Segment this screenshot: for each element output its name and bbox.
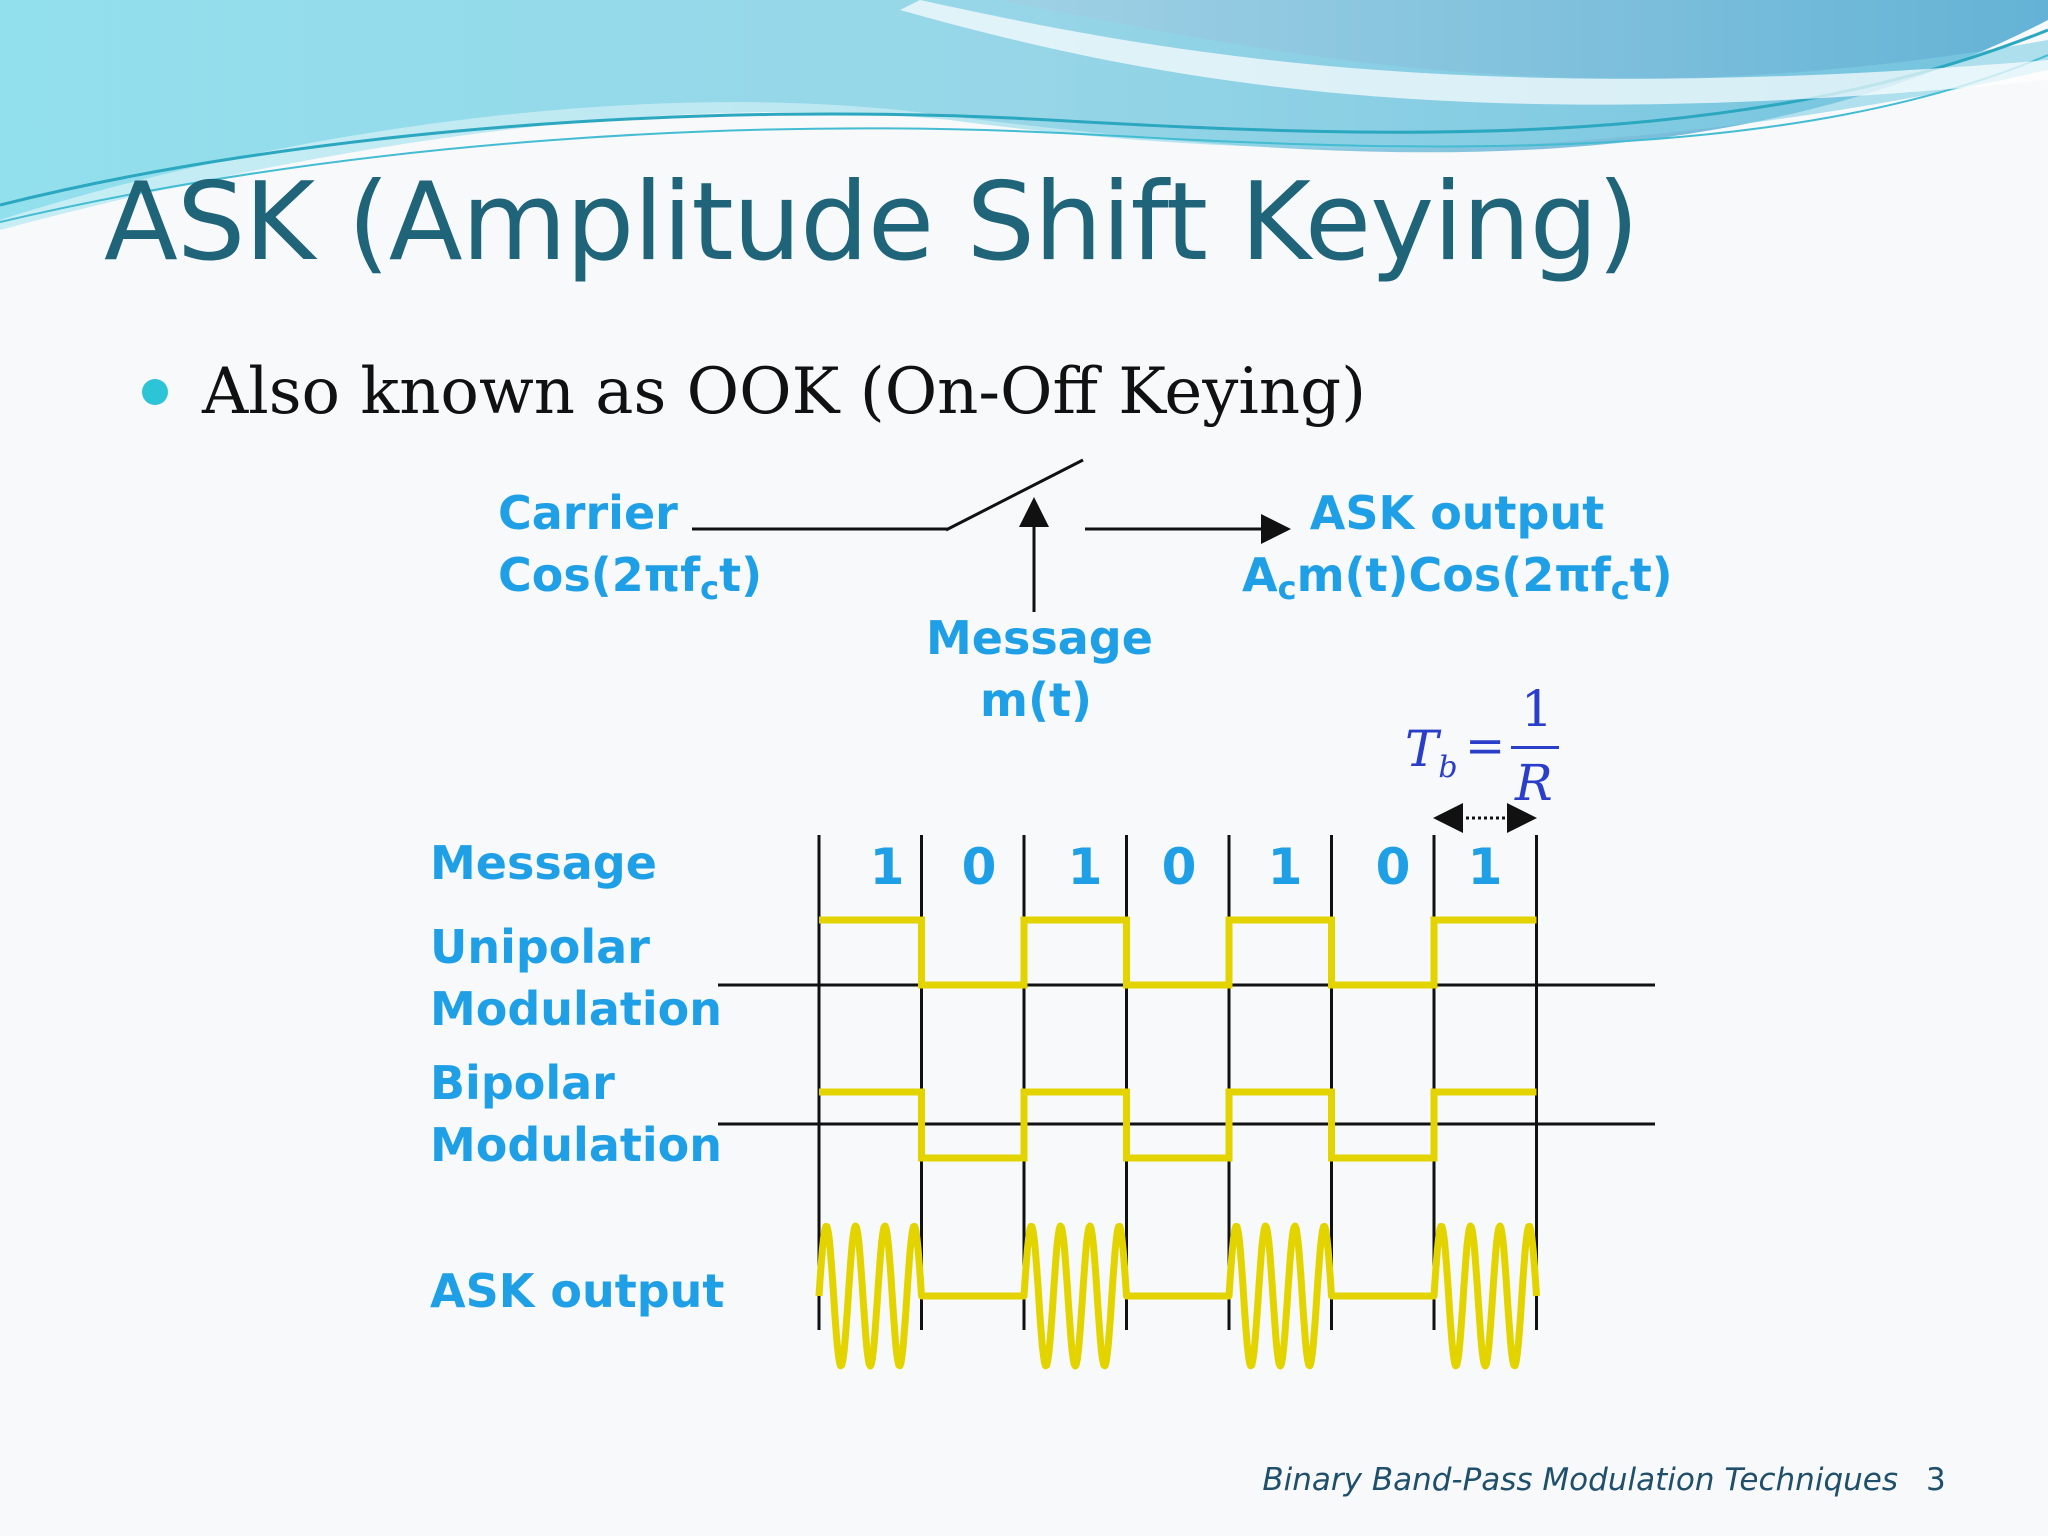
wave-line-1 [0, 28, 2048, 207]
wave-line-2 [0, 54, 2048, 223]
formula-numerator: 1 [1521, 680, 1553, 738]
bit-label: 0 [1161, 838, 1197, 896]
row-label-unipolar: Unipolar Modulation [430, 920, 722, 1037]
ask-output-label: ASK output Acm(t)Cos(2πfct) [1242, 482, 1673, 610]
carrier-function: Cos(2πfct) [498, 548, 763, 608]
message-title: Message [926, 611, 1153, 665]
message-function: m(t) [980, 673, 1092, 728]
bullet-dot-icon [142, 379, 168, 405]
unipolar-waveform [819, 916, 1537, 989]
formula-equals: = [1465, 718, 1506, 774]
wave-band-2 [0, 0, 2048, 230]
bullet-text: Also known as OOK (On-Off Keying) [202, 355, 1367, 429]
wave-white-band [900, 0, 2048, 105]
message-input-label: Message m(t) [926, 607, 1153, 731]
header-wave-decoration [0, 0, 2048, 230]
formula-denominator: R [1515, 754, 1553, 812]
formula-lhs: Tb [1405, 720, 1458, 785]
footer-text: Binary Band-Pass Modulation Techniques [1262, 1462, 1898, 1498]
bit-label: 1 [869, 838, 905, 896]
carrier-label: Carrier Cos(2πfct) [498, 482, 762, 610]
row-label-ask-output: ASK output [430, 1264, 725, 1318]
bullet-item: Also known as OOK (On-Off Keying) [142, 355, 1366, 429]
bit-label: 1 [1467, 838, 1503, 896]
bipolar-waveform [819, 1088, 1537, 1162]
row-label-bipolar: Bipolar Modulation [430, 1056, 722, 1173]
switch-blade [945, 458, 1084, 532]
carrier-title: Carrier [498, 486, 678, 540]
page-number: 3 [1926, 1462, 1946, 1498]
bit-boundary-grid [817, 835, 1538, 1330]
bit-label: 1 [1067, 838, 1103, 896]
bit-label: 0 [1375, 838, 1411, 896]
row-label-message: Message [430, 836, 657, 890]
ask-output-waveform [815, 1222, 1540, 1370]
bit-label: 0 [961, 838, 997, 896]
slide-title: ASK (Amplitude Shift Keying) [104, 160, 1639, 285]
ask-output-title: ASK output [1309, 486, 1605, 540]
bit-label: 1 [1267, 838, 1303, 896]
formula-fraction-bar [1511, 746, 1559, 749]
ask-output-function: Acm(t)Cos(2πfct) [1242, 548, 1673, 608]
